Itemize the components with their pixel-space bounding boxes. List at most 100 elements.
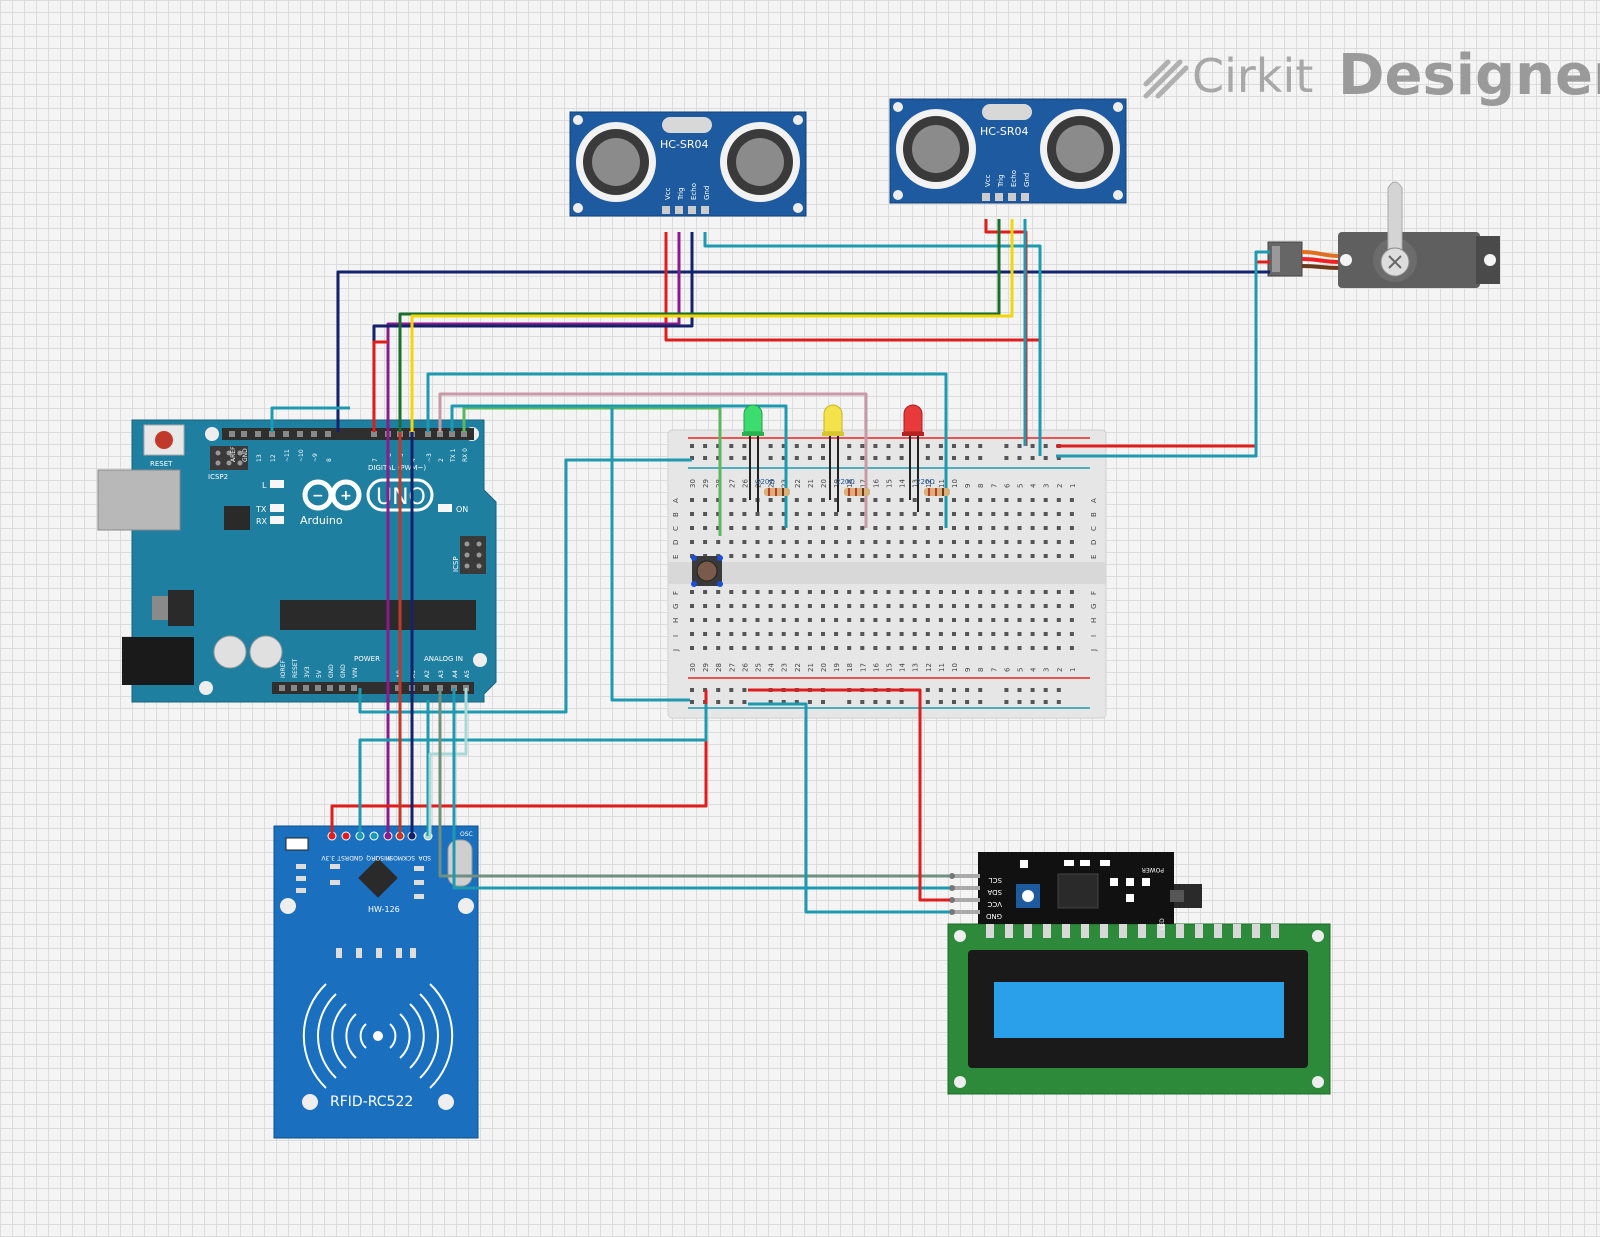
- led-tx-label: TX: [255, 505, 267, 514]
- wire-lcd-sda[interactable]: [452, 688, 950, 890]
- breadboard-column-label: 25: [755, 663, 763, 672]
- wire-lcd-scl[interactable]: [438, 688, 950, 878]
- wire-rfid-gnd[interactable]: [358, 704, 708, 836]
- i2c-pin-label: GND: [986, 912, 1002, 920]
- reset-label: RESET: [150, 460, 173, 468]
- rfid-pin-label: GND: [349, 854, 363, 861]
- breadboard-row-label: H: [672, 618, 680, 623]
- ultrasonic-1-pins: Vcc Trig Echo Gnd: [662, 183, 711, 214]
- rfid-pin-label: 3.3V: [320, 854, 335, 861]
- wire-servo-signal[interactable]: [336, 270, 1270, 432]
- rfid-pin-label: SDA: [418, 854, 431, 861]
- led-l-label: L: [262, 481, 267, 490]
- breadboard-row-label: J: [1090, 649, 1098, 652]
- wire-led-green[interactable]: [462, 406, 722, 536]
- rfid-osc-label: OSC: [460, 831, 473, 838]
- resistor-3[interactable]: 220Ω: [916, 478, 950, 496]
- ultrasonic-1-pin-trig: Trig: [677, 187, 685, 201]
- wire-lcd-vcc[interactable]: [748, 688, 950, 902]
- breadboard-row-label: F: [1090, 591, 1098, 595]
- digital-label: DIGITAL (PWM~): [368, 464, 426, 472]
- arduino-uno[interactable]: RESET ICSP2 L TX RX ON − + UNO Arduino: [97, 419, 497, 703]
- wire-us1-gnd[interactable]: [703, 232, 1042, 456]
- rfid-pin-label: IRQ: [366, 854, 377, 861]
- ultrasonic-2-label: HC-SR04: [980, 125, 1029, 138]
- wires: [270, 219, 1270, 914]
- breadboard-row-label: B: [1090, 512, 1098, 517]
- breadboard-row-label: E: [672, 555, 680, 559]
- arduino-digital-pin-label: ~11: [284, 449, 291, 462]
- servo-screw-icon: [1388, 255, 1402, 269]
- led-on: [438, 504, 452, 512]
- breadboard-column-label: 30: [689, 663, 697, 672]
- wire-us2-vcc[interactable]: [984, 219, 1028, 446]
- breadboard-row-label: I: [1090, 635, 1098, 637]
- wire-arduino-gnd-top[interactable]: [270, 406, 350, 432]
- wire-led-red[interactable]: [438, 392, 868, 528]
- breadboard-column-label: 5: [1017, 484, 1025, 488]
- breadboard-column-label: 4: [1030, 667, 1038, 672]
- breadboard-row-label: C: [1090, 526, 1098, 531]
- breadboard-column-label: 17: [859, 663, 867, 672]
- breadboard-row-label: A: [1090, 498, 1098, 503]
- led-tx: [270, 504, 284, 512]
- breadboard-column-label: 30: [689, 479, 697, 488]
- wire-us2-echo[interactable]: [410, 219, 1014, 432]
- ultrasonic-sensor-2[interactable]: HC-SR04 Vcc Trig Echo Gnd: [889, 98, 1127, 204]
- lcd-16x2-display[interactable]: [947, 923, 1331, 1095]
- wire-us1-trig[interactable]: [386, 232, 681, 836]
- wire-arduino-gnd-bottom[interactable]: [358, 458, 692, 714]
- arduino-digital-pin-label: 7: [372, 458, 379, 462]
- servo-motor[interactable]: [1267, 181, 1500, 288]
- servo-horn[interactable]: [1387, 181, 1403, 259]
- breadboard-column-label: 15: [886, 479, 894, 488]
- breadboard-column-label: 3: [1043, 668, 1051, 672]
- breadboard-column-label: 22: [794, 663, 802, 672]
- ultrasonic-2-transducer-right: [1040, 109, 1120, 189]
- ultrasonic-sensor-1[interactable]: HC-SR04 Vcc Trig Echo Gnd: [569, 111, 807, 217]
- breadboard-row-label: F: [672, 591, 680, 595]
- led-green[interactable]: [742, 404, 764, 512]
- wire-rfid-irq[interactable]: [428, 688, 468, 836]
- arduino-power-pin-label: A4: [452, 670, 459, 678]
- resistor-3-label: 220Ω: [916, 478, 935, 486]
- wire-lcd-gnd[interactable]: [748, 702, 950, 914]
- ultrasonic-2-pins: Vcc Trig Echo Gnd: [982, 170, 1031, 201]
- wire-servo-gnd[interactable]: [1056, 250, 1270, 458]
- resistor-2[interactable]: 220Ω: [836, 478, 870, 496]
- resistor-1[interactable]: 220Ω: [756, 478, 790, 496]
- arduino-power-pin-label: A2: [424, 670, 431, 678]
- ultrasonic-1-pin-gnd: Gnd: [703, 186, 711, 200]
- wire-rfid-rst[interactable]: [372, 340, 388, 432]
- push-button[interactable]: [691, 555, 723, 587]
- wire-servo-power[interactable]: [1056, 260, 1270, 448]
- icsp2-label: ICSP2: [208, 473, 228, 481]
- breadboard-column-label: 4: [1030, 483, 1038, 488]
- reset-button[interactable]: [155, 431, 173, 449]
- breadboard-column-label: 27: [728, 663, 736, 672]
- wire-arduino-d2[interactable]: [426, 372, 948, 528]
- svg-text:+: +: [340, 488, 352, 504]
- wire-rfid-3v3[interactable]: [330, 690, 708, 836]
- arduino-digital-pin-label: ~9: [312, 453, 319, 462]
- breadboard-column-label: 11: [938, 479, 946, 488]
- wire-us1-vcc[interactable]: [664, 232, 1042, 446]
- breadboard-column-label: 2: [1056, 668, 1064, 672]
- breadboard-column-label: 26: [741, 479, 749, 488]
- arduino-power-pin-label: IOREF: [280, 660, 287, 678]
- led-red[interactable]: [902, 404, 924, 512]
- wire-us1-echo[interactable]: [372, 232, 694, 432]
- led-on-label: ON: [456, 505, 468, 514]
- wire-button[interactable]: [610, 408, 690, 702]
- i2c-pin-label: SDA: [987, 888, 1002, 896]
- ultrasonic-2-pin-gnd: Gnd: [1023, 173, 1031, 187]
- arduino-power-pin-label: 5V: [316, 669, 323, 678]
- wire-led-yellow[interactable]: [450, 404, 788, 528]
- led-yellow[interactable]: [822, 404, 844, 512]
- breadboard[interactable]: 3029282726252423222120191817161514131211…: [667, 429, 1107, 719]
- wire-us2-trig[interactable]: [398, 219, 1001, 432]
